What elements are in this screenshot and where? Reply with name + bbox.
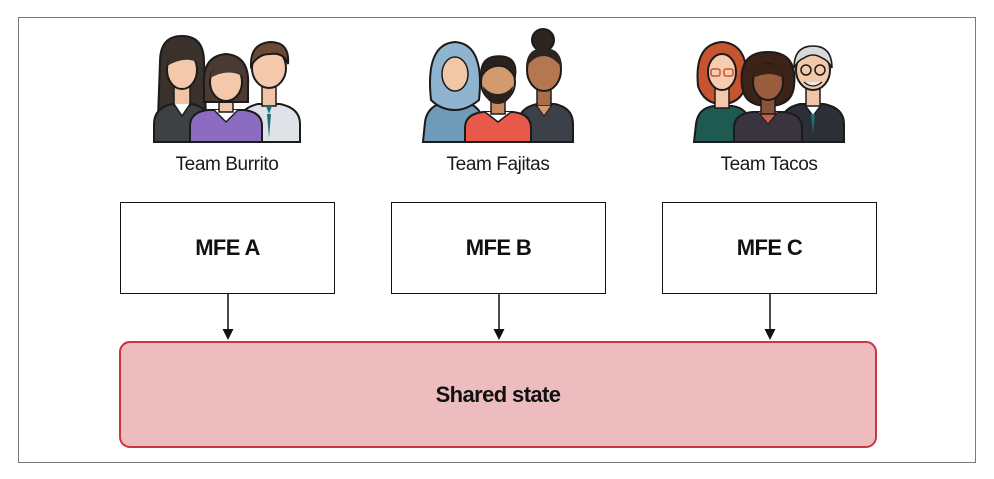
people-group-icon [153,34,301,143]
shared-state-box: Shared state [119,341,877,448]
people-group-icon [692,40,845,143]
arrow-down-icon [222,294,234,340]
person-front [189,52,263,143]
arrow-down-icon [764,294,776,340]
team-fajitas: Team Fajitas [388,28,608,185]
team-tacos: Team Tacos [659,30,879,185]
mfe-a-box: MFE A [120,202,335,294]
team-label: Team Tacos [720,154,818,175]
person-front [464,55,532,143]
mfe-b-box: MFE B [391,202,606,294]
team-label: Team Fajitas [446,154,550,175]
team-burrito: Team Burrito [117,30,337,185]
mfe-c-box: MFE C [662,202,877,294]
team-label: Team Burrito [175,154,279,175]
arrow-down-icon [493,294,505,340]
person-right [518,28,574,143]
person-front [733,50,803,143]
people-group-icon [421,28,574,143]
